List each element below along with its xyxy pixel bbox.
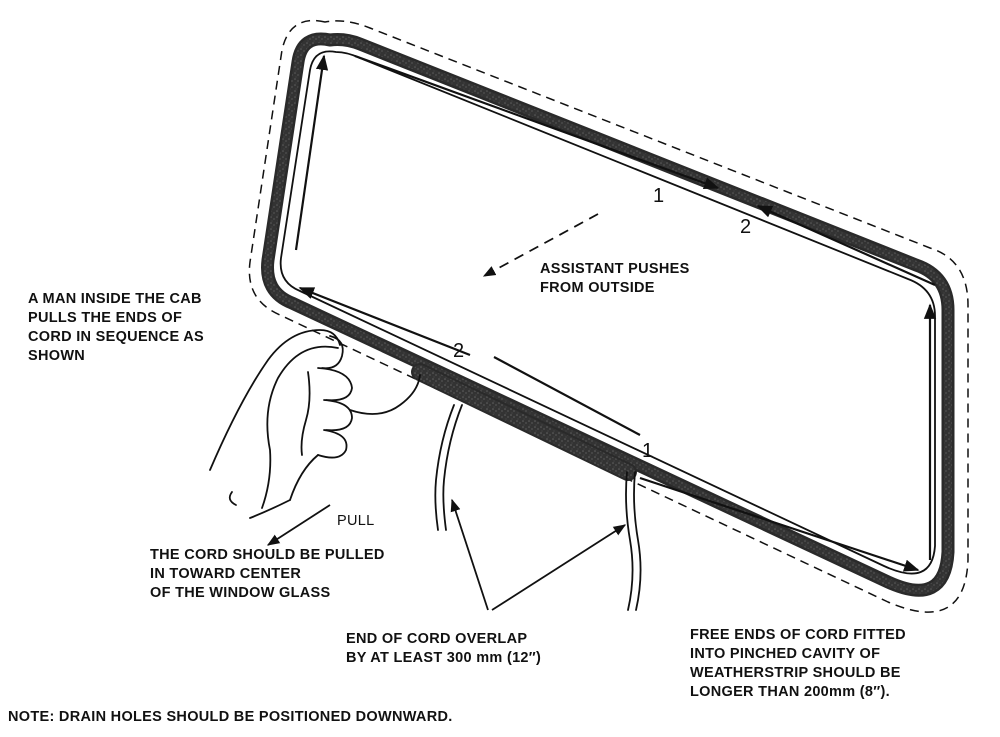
seq-arrow-bottom-left-2 <box>298 286 471 357</box>
pull-label: PULL <box>337 513 375 529</box>
window-glass <box>279 50 936 575</box>
seq-arrow-bottom-right <box>639 476 920 572</box>
seq-number-bottom-2: 2 <box>453 340 465 362</box>
seq-arrow-top-2 <box>756 204 936 287</box>
assistant-label: ASSISTANT PUSHES FROM OUTSIDE <box>540 261 690 296</box>
seq-number-top-2: 2 <box>740 216 752 238</box>
body-opening-dashed-outline <box>248 19 969 613</box>
overlap-label: END OF CORD OVERLAP BY AT LEAST 300 mm (… <box>346 631 542 666</box>
pull-arrow <box>266 504 331 546</box>
overlap-leader-left <box>450 498 489 611</box>
hand-illustration <box>209 329 642 611</box>
overlap-leader-right <box>491 524 627 611</box>
note-label: NOTE: DRAIN HOLES SHOULD BE POSITIONED D… <box>8 709 453 725</box>
man-inside-label: A MAN INSIDE THE CAB PULLS THE ENDS OF C… <box>28 291 204 364</box>
cord-center-label: THE CORD SHOULD BE PULLED IN TOWARD CENT… <box>150 547 385 601</box>
assistant-push-arrow <box>482 213 599 277</box>
free-ends-label: FREE ENDS OF CORD FITTED INTO PINCHED CA… <box>690 627 906 700</box>
seq-arrow-top-1 <box>354 54 720 190</box>
seq-number-top-1: 1 <box>653 185 665 207</box>
seq-number-bottom-1: 1 <box>642 440 654 462</box>
seq-arrow-left-up <box>294 54 329 251</box>
seq-arrow-bottom-1 <box>493 356 641 436</box>
